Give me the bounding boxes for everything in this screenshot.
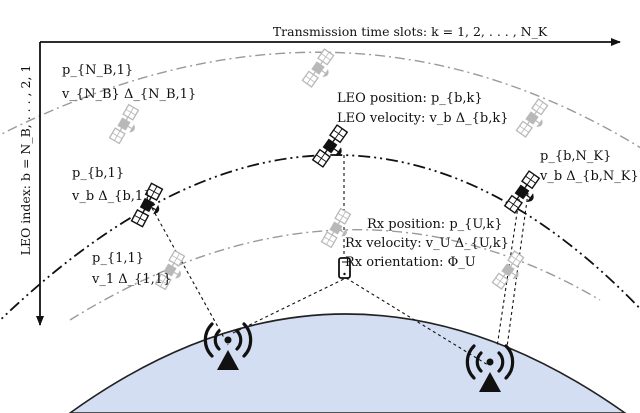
orbit-active [0,154,640,322]
label-v-nb-delta: v_{N_B} Δ_{N_B,1} [62,87,197,102]
satellite-icon [312,124,354,172]
satellite-icon [108,103,145,148]
label-p-b1: p_{b,1} [72,166,125,181]
satellite-icon [515,98,554,142]
label-p-11: p_{1,1} [92,251,145,266]
label-v1-delta-11: v_1 Δ_{1,1} [92,272,172,287]
time-axis-label: Transmission time slots: k = 1, 2, . . .… [273,24,548,39]
label-leo-position: LEO position: p_{b,k} [337,91,483,106]
phone-receiver-icon [338,257,351,279]
satellite-icon [301,48,340,92]
satellite-icon [491,250,530,294]
earth-surface [68,313,627,413]
label-rx-orientation: Rx orientation: Φ_U [345,255,476,270]
label-rx-position: Rx position: p_{U,k} [367,217,503,232]
label-rx-velocity: Rx velocity: v_U Δ_{U,k} [345,236,509,251]
label-v-b-delta-b1: v_b Δ_{b,1} [72,189,152,204]
label-p-b-nk: p_{b,N_K} [540,149,612,164]
label-leo-velocity: LEO velocity: v_b Δ_{b,k} [337,111,509,126]
label-p-nb-1: p_{N_B,1} [62,63,134,78]
orbit-outer [0,51,640,149]
leo-index-axis-label: LEO index: b = N_B, . . . , 2, 1 [18,65,33,256]
satellite-icon [504,170,546,218]
label-v-b-delta-b-nk: v_b Δ_{b,N_K} [540,169,639,184]
